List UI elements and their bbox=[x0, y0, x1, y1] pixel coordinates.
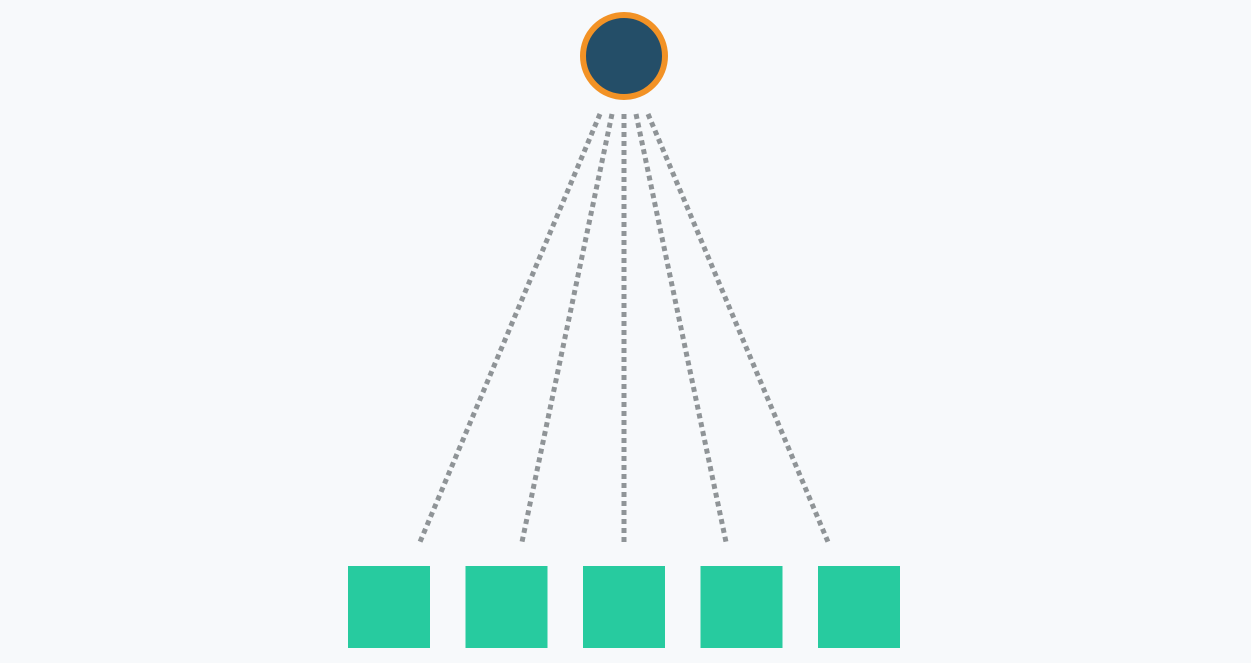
connector-line-4 bbox=[633, 113, 729, 544]
connector-line-1 bbox=[417, 113, 603, 544]
child-node-group bbox=[348, 566, 900, 648]
child-node-4 bbox=[700, 566, 783, 648]
child-node-5 bbox=[818, 566, 900, 648]
connector-group bbox=[417, 113, 831, 544]
hub-node bbox=[580, 12, 668, 100]
child-node-1 bbox=[348, 566, 430, 648]
connector-line-5 bbox=[645, 113, 831, 544]
hub-node-group bbox=[580, 12, 668, 100]
child-node-3 bbox=[583, 566, 665, 648]
child-node-2 bbox=[465, 566, 548, 648]
connector-line-2 bbox=[519, 113, 615, 544]
